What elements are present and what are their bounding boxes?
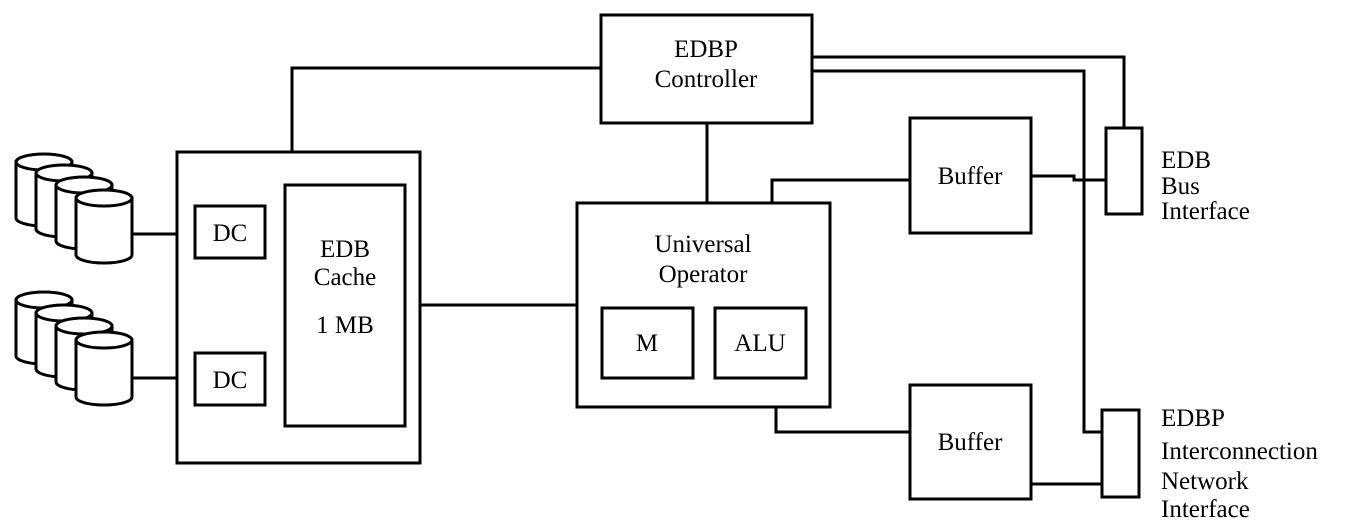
network-interface-box [1102,410,1139,497]
buffer-top-label: Buffer [938,163,1003,190]
network-interface-label-4: Interface [1161,496,1250,523]
bus-interface-label-3: Interface [1161,198,1250,225]
bus-interface-label-1: EDB [1161,147,1211,174]
alu-label: ALU [734,330,785,357]
disk-controller-top-label: DC [213,220,248,247]
disk-stack-bottom [16,292,132,405]
buffer-bottom-label: Buffer [938,429,1003,456]
edb-cache-label-1: EDB [320,236,370,263]
edbp-controller-label-1: EDBP [674,36,738,63]
network-interface-label-1: EDBP [1161,405,1225,432]
edb-cache-box [285,185,405,426]
disk-stack-top [16,154,132,263]
disk-controller-bottom-label: DC [213,367,248,394]
edb-cache-label-2: Cache [314,264,376,291]
wire-operator-buffer-top [772,180,910,203]
edb-cache-size: 1 MB [316,312,374,339]
universal-operator-label-1: Universal [654,231,751,258]
network-interface-label-3: Network [1161,468,1249,495]
disk-icon [76,332,132,405]
wire-operator-buffer-bottom [776,407,910,432]
wire-cache-controller [292,68,601,152]
network-interface-label-2: Interconnection [1161,438,1318,465]
bus-interface-label-2: Bus [1161,173,1200,200]
disk-icon [76,190,132,263]
bus-interface-box [1106,128,1142,214]
edbp-controller-label-2: Controller [655,66,758,93]
universal-operator-label-2: Operator [659,261,749,288]
wire-buffer-bus-interface [1031,176,1106,180]
memory-label: M [636,330,658,357]
